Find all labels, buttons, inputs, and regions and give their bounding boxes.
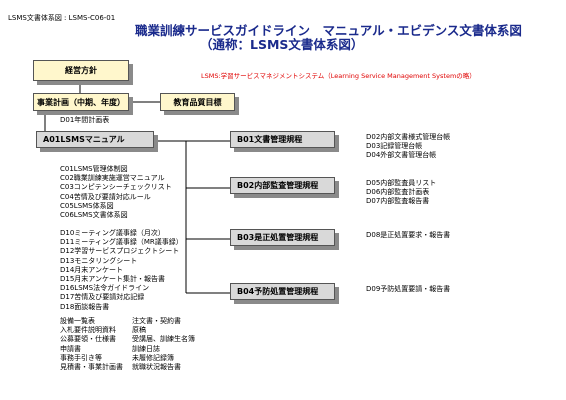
b04-documents: D09予防処置要請・報告書 [366, 285, 450, 294]
list-item: D06内部監査計画表 [366, 188, 430, 197]
list-item: D13モニタリングシート [60, 256, 138, 265]
list-item: D02内部文書様式管理台帳 [366, 133, 451, 141]
box-b03: B03是正処置管理規程 [230, 229, 335, 246]
list-item: D08是正処置要求・報告書 [366, 231, 451, 239]
header-code: LSMS文書体系図 : LSMS-C06-01 [8, 14, 116, 22]
d-record-list: D10ミーティング議事録（月次） D11ミーティング議事録（MR議事録） D12… [60, 229, 183, 312]
list-item: D18面談報告書 [60, 302, 110, 311]
list-item: C03コンピテンシーチェックリスト [60, 183, 172, 192]
list-item: C05LSMS体系図 [60, 201, 114, 210]
list-item: 設備一覧表 [60, 317, 95, 325]
list-item: C01LSMS管理体制図 [60, 165, 128, 173]
list-item: D05内部監査員リスト [366, 179, 437, 187]
page-subtitle: （通称：LSMS文書体系図） [200, 37, 364, 52]
list-item: 申請書 [60, 344, 81, 353]
list-item: D16LSMS法令ガイドライン [60, 284, 150, 293]
legend-note: LSMS:学習サービスマネジメントシステム（Learning Service M… [201, 72, 476, 80]
list-item: 注文書・契約書 [132, 317, 181, 325]
list-item: 入札要件説明資料 [60, 326, 116, 335]
list-item: C04苦情及び要請対応ルール [60, 192, 151, 201]
box-b04: B04予防処置管理規程 [230, 283, 335, 300]
list-item: D17苦情及び要請対応記録 [60, 293, 145, 302]
box-a01-manual: A01LSMSマニュアル [36, 131, 154, 148]
list-item: D03記録管理台帳 [366, 142, 423, 151]
list-item: D07内部監査報告書 [366, 197, 430, 206]
box-b01: B01文書管理規程 [230, 131, 335, 148]
list-item: D14月末アンケート [60, 265, 124, 274]
list-item: D11ミーティング議事録（MR議事録） [60, 238, 183, 247]
list-item: 訓練日誌 [132, 344, 160, 353]
list-item: 就職状況報告書 [132, 362, 181, 371]
list-item: D15月末アンケート集計・報告書 [60, 274, 166, 283]
b02-documents: D05内部監査員リスト D06内部監査計画表 D07内部監査報告書 [366, 179, 436, 207]
list-item: D04外部文書管理台帳 [366, 151, 437, 160]
d01-annual-plan: D01年間計画表 [60, 116, 110, 124]
c-document-list: C01LSMS管理体制図 C02職業訓練実施運営マニュアル C03コンピテンシー… [60, 165, 172, 220]
list-item: D12学習サービスプロジェクトシート [60, 247, 180, 256]
list-item: 公募要領・仕様書 [60, 335, 116, 344]
b03-documents: D08是正処置要求・報告書 [366, 231, 450, 240]
list-item: D09予防処置要請・報告書 [366, 285, 451, 293]
list-item: 受講届、訓練生名簿 [132, 335, 195, 344]
list-item: 見積書・事業計画書 [60, 362, 123, 371]
list-item: C02職業訓練実施運営マニュアル [60, 174, 165, 183]
box-education-goal: 教育品質目標 [160, 93, 235, 111]
misc-list-left: 設備一覧表 入札要件説明資料 公募要領・仕様書 申請書 事務手引き等 見積書・事… [60, 317, 123, 372]
page-title: 職業訓練サービスガイドライン マニュアル・エビデンス文書体系図 [135, 23, 522, 38]
list-item: 原稿 [132, 326, 146, 335]
list-item: C06LSMS文書体系図 [60, 210, 128, 219]
list-item: D10ミーティング議事録（月次） [60, 229, 165, 237]
box-b02: B02内部監査管理規程 [230, 177, 335, 194]
misc-list-right: 注文書・契約書 原稿 受講届、訓練生名簿 訓練日誌 未履修記録簿 就職状況報告書 [132, 317, 195, 372]
list-item: 事務手引き等 [60, 353, 102, 362]
b01-documents: D02内部文書様式管理台帳 D03記録管理台帳 D04外部文書管理台帳 [366, 133, 450, 161]
list-item: 未履修記録簿 [132, 353, 174, 362]
box-management-policy: 経営方針 [33, 60, 129, 81]
box-business-plan: 事業計画（中期、年度） [33, 93, 129, 111]
